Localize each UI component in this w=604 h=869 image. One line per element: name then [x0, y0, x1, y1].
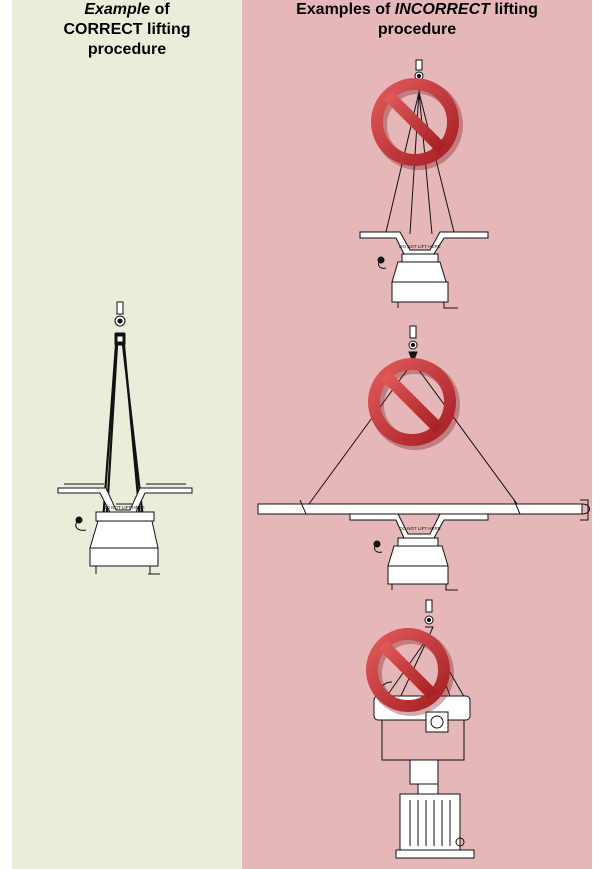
incorrect-2-warning-label: DO NOT LIFT HERE: [399, 526, 441, 531]
incorrect-lift-diagram-3: [372, 600, 474, 858]
prohibition-icon: [377, 84, 456, 163]
correct-lift-diagram: DO NOT LIFT HERE: [58, 302, 192, 574]
incorrect-2-hook-icon: [409, 326, 417, 362]
correct-fixture: DO NOT LIFT HERE: [58, 484, 192, 574]
incorrect-3-hook-icon: [425, 600, 433, 636]
prohibition-icon: [374, 364, 453, 443]
incorrect-1-warning-label: DO NOT LIFT HERE: [399, 244, 441, 249]
correct-warning-label: DO NOT LIFT HERE: [103, 505, 145, 510]
incorrect-lift-diagram-2: DO NOT LIFT HERE: [258, 326, 590, 590]
correct-hook-icon: [115, 302, 125, 345]
incorrect-2-pipe-fixture: DO NOT LIFT HERE: [258, 500, 590, 590]
incorrect-lift-diagram-1: DO NOT LIFT HERE: [360, 60, 488, 308]
incorrect-1-fixture: DO NOT LIFT HERE: [360, 232, 488, 308]
